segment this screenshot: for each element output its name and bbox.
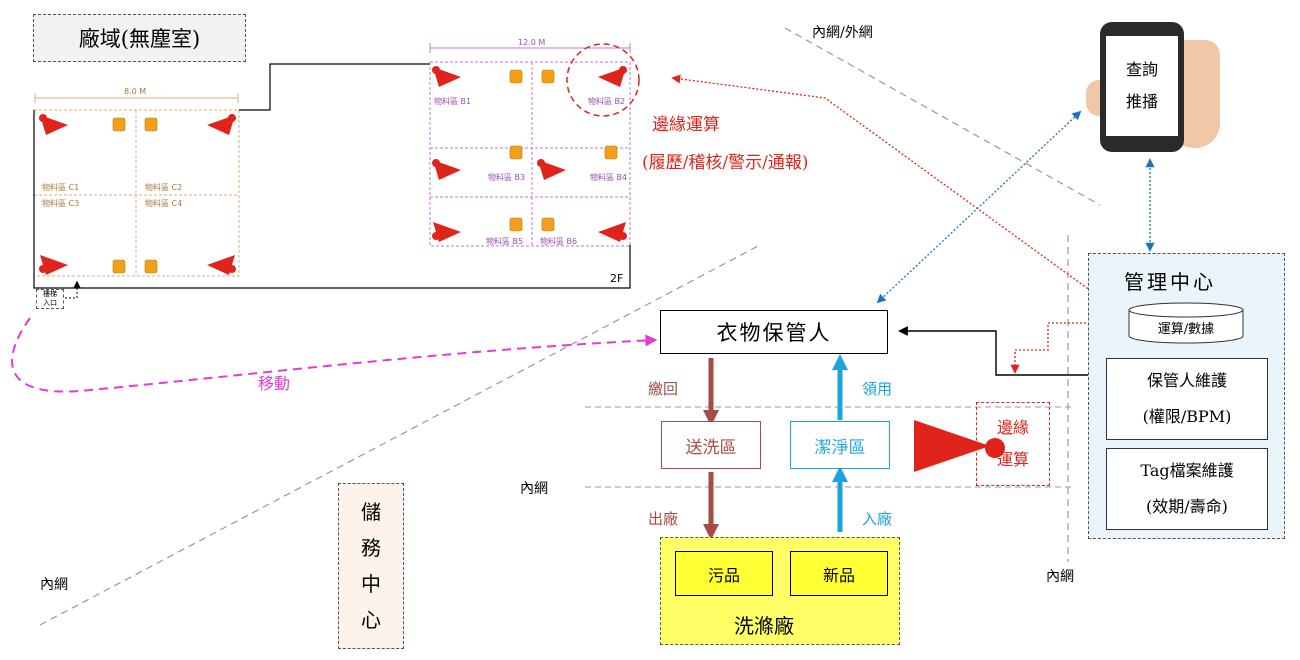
tag-maintenance-sub: (效期/壽命)	[1146, 497, 1228, 516]
zone-label: 物料區 B4	[590, 173, 628, 182]
edge-box-link	[1010, 318, 1124, 374]
zone-label: 物料區 B3	[488, 173, 526, 182]
bin-icon	[112, 117, 126, 132]
edge-label: 邊緣運算	[652, 115, 720, 135]
entrance-box: 樓梯 入口	[36, 289, 64, 309]
reader-flag-icon	[207, 114, 236, 135]
edge-reader-flag-icon	[914, 420, 1005, 472]
out-label: 出廠	[648, 510, 679, 528]
smartphone[interactable]: 查詢 推播	[1100, 22, 1184, 152]
building-outline	[33, 110, 631, 289]
network-inner-label: 內網	[1046, 569, 1074, 585]
rfid-reader-flags	[39, 66, 627, 275]
network-inner-label: 內網	[520, 481, 548, 497]
bin-icon	[509, 145, 523, 160]
database-label: 運算/數據	[1157, 321, 1215, 337]
bin-icon	[509, 217, 523, 232]
custodian-box[interactable]: 衣物保管人	[660, 310, 888, 354]
edge-computing-circle	[566, 43, 640, 117]
edge-data-link	[671, 74, 1122, 314]
edge-box-line1: 邊緣	[996, 418, 1029, 437]
send-wash-area-label: 送洗區	[685, 437, 737, 458]
reader-flag-icon	[39, 114, 68, 135]
zone-label: 物料區 B6	[540, 237, 578, 246]
storage-char: 心	[361, 608, 381, 632]
storage-char: 儲	[361, 500, 381, 524]
material-bins	[112, 69, 618, 274]
reader-flag-icon	[207, 255, 236, 275]
network-inner-outer-label: 內網/外網	[812, 25, 873, 41]
floor-label: 2F	[610, 272, 624, 285]
zone-label: 物料區 C4	[145, 199, 183, 208]
move-label: 移動	[258, 374, 291, 393]
edge-sub-label: (履歷/稽核/警示/通報)	[642, 153, 809, 173]
bin-icon	[541, 69, 555, 84]
bin-icon	[144, 117, 158, 132]
zone-label: 物料區 C2	[145, 183, 183, 192]
custodian-maintenance-box[interactable]: 保管人維護 (權限/BPM)	[1106, 358, 1268, 440]
custodian-label: 衣物保管人	[716, 321, 832, 345]
factory-title-box: 廠域(無塵室)	[33, 14, 246, 62]
bin-icon	[541, 217, 555, 232]
edge-computing-box[interactable]: 邊緣 運算	[976, 402, 1050, 486]
bin-icon	[509, 69, 523, 84]
storage-center-box[interactable]: 儲 務 中 心	[338, 483, 404, 649]
reader-flag-icon	[432, 222, 461, 242]
edge-box-line2: 運算	[996, 450, 1029, 469]
storage-char: 中	[361, 572, 381, 596]
dirty-items-label: 污品	[707, 565, 740, 585]
in-label: 入廠	[862, 510, 893, 528]
new-items-box[interactable]: 新品	[790, 551, 888, 596]
bin-icon	[112, 259, 126, 274]
clean-area-label: 潔淨區	[814, 437, 866, 458]
reader-flag-icon	[598, 66, 627, 87]
factory-title: 廠域(無塵室)	[78, 27, 201, 51]
network-divider-diagonal-top	[784, 27, 1101, 206]
entrance-line1: 樓梯	[43, 290, 57, 298]
bin-icon	[604, 145, 618, 160]
network-inner-label: 內網	[40, 577, 68, 593]
phone-push-label: 推播	[1125, 92, 1158, 111]
database-cylinder[interactable]: 運算/數據	[1128, 302, 1244, 344]
custodian-maintenance-label: 保管人維護	[1146, 371, 1227, 390]
laundry-factory-label: 洗滌廠	[734, 614, 794, 638]
right-plan-dimension: 12.0 M	[518, 38, 546, 47]
left-floor-plan	[33, 93, 240, 277]
tag-maintenance-label: Tag檔案維護	[1140, 461, 1234, 480]
database-icon	[1128, 302, 1244, 344]
network-divider-diagonal-bottom	[39, 244, 761, 626]
custodian-maintenance-sub: (權限/BPM)	[1142, 407, 1232, 426]
right-floor-plan	[429, 43, 631, 247]
reader-flag-icon	[39, 255, 68, 275]
dirty-items-box[interactable]: 污品	[675, 551, 773, 596]
reader-flag-icon	[598, 222, 627, 242]
zone-label: 物料區 C1	[42, 183, 80, 192]
phone-custodian-link	[876, 110, 1082, 304]
new-items-label: 新品	[822, 565, 855, 585]
entrance-arrow	[65, 280, 81, 299]
zone-label: 物料區 B5	[486, 237, 524, 246]
management-center-title: 管理中心	[1124, 270, 1216, 294]
zone-label: 物料區 B2	[588, 97, 626, 106]
entrance-line2: 入口	[43, 299, 57, 307]
storage-char: 務	[361, 536, 381, 560]
reader-flag-icon	[432, 159, 461, 180]
phone-screen[interactable]: 查詢 推播	[1106, 36, 1178, 136]
receive-label: 領用	[862, 380, 893, 398]
move-arrow	[11, 317, 658, 393]
send-wash-area-box[interactable]: 送洗區	[661, 421, 761, 469]
return-label: 繳回	[648, 380, 679, 398]
mgmt-custodian-arrow	[898, 326, 1108, 376]
tag-maintenance-box[interactable]: Tag檔案維護 (效期/壽命)	[1106, 448, 1268, 530]
bin-icon	[144, 259, 158, 274]
clean-area-box[interactable]: 潔淨區	[790, 421, 890, 469]
zone-label: 物料區 B1	[434, 97, 472, 106]
reader-flag-icon	[432, 66, 461, 87]
left-plan-dimension: 8.0 M	[124, 87, 147, 96]
phone-query-label: 查詢	[1125, 60, 1158, 79]
zone-label: 物料區 C3	[42, 199, 80, 208]
reader-flag-icon	[537, 159, 566, 180]
bridge-outline	[239, 63, 430, 111]
